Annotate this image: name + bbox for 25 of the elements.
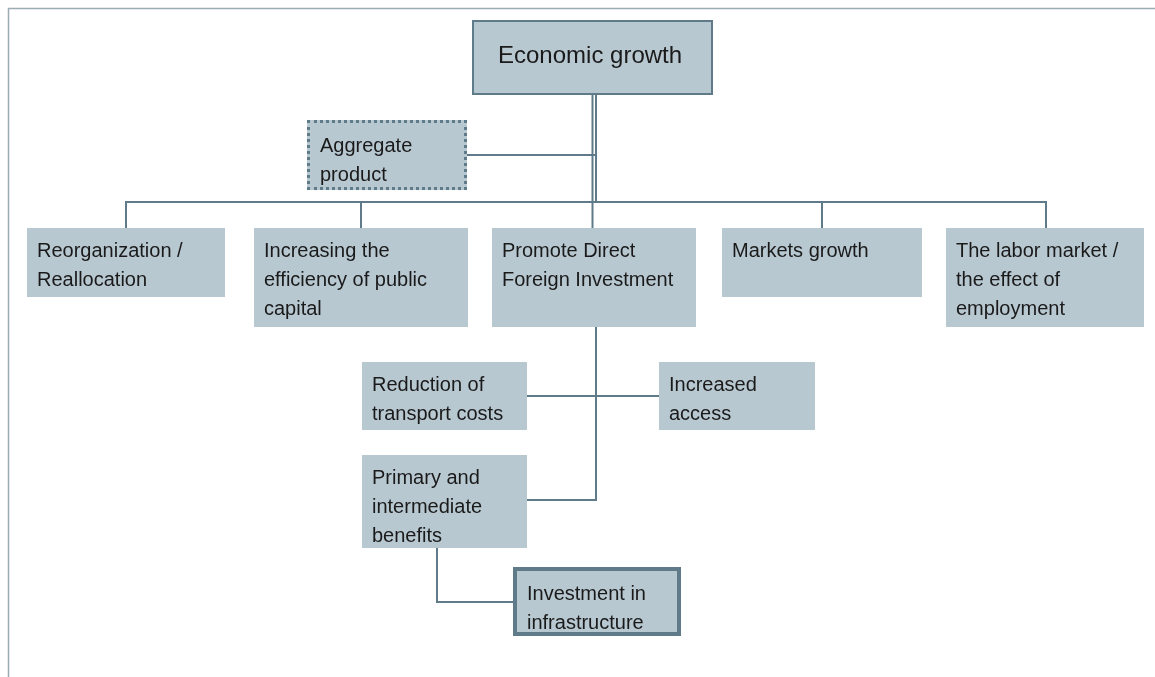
text-box	[659, 362, 815, 430]
text-box	[513, 567, 681, 636]
box-label: Markets growth	[732, 238, 870, 263]
connector-line	[526, 326, 597, 501]
box-label: Primary and intermediate benefits	[372, 465, 484, 548]
text-box	[722, 228, 922, 297]
box-label: Increasing the efficiency of public capital	[264, 238, 429, 321]
box-label: Increased access	[669, 372, 758, 426]
text-box	[254, 228, 468, 327]
box-label: Economic growth	[498, 40, 684, 69]
text-box	[492, 228, 696, 327]
connector-line	[436, 547, 514, 603]
connector-line	[591, 94, 594, 229]
text-box	[27, 228, 225, 297]
text-box	[362, 455, 527, 548]
box-label: The labor market / the effect of employment	[956, 238, 1120, 321]
text-box	[946, 228, 1144, 327]
box-label: Aggregate product	[320, 133, 414, 187]
box-label: Reduction of transport costs	[372, 372, 505, 426]
text-box	[472, 20, 713, 95]
box-label: Reorganization / Reallocation	[37, 238, 184, 292]
box-label: Promote Direct Foreign Investment	[502, 238, 675, 292]
text-box	[362, 362, 527, 430]
box-label: Investment in infrastructure	[527, 581, 647, 635]
text-box	[307, 120, 467, 190]
